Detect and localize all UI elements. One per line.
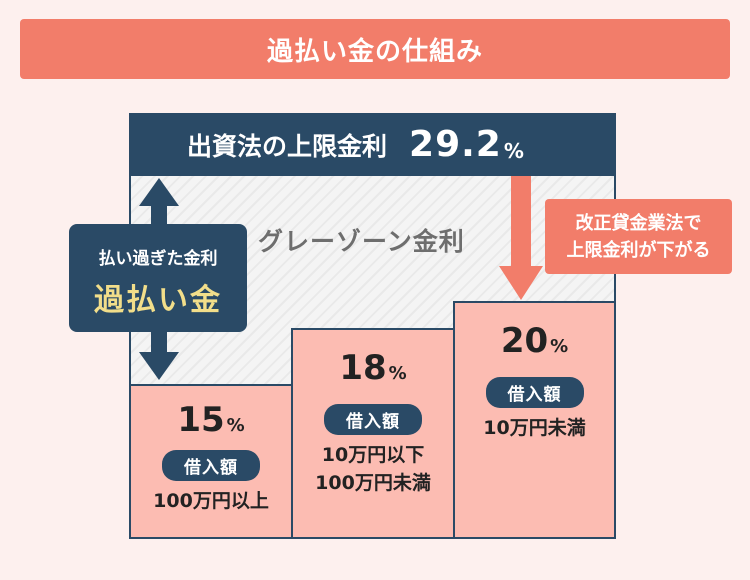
legal-cap-value: 29.2 [409,124,502,165]
borrow-amount-badge: 借入額 [324,404,422,435]
tier-rate-unit: % [226,415,245,436]
tier-rate-unit: % [550,336,569,357]
tier-rate-unit: % [388,363,407,384]
tier-rate: 18% [293,348,453,388]
legal-cap-label: 出資法の上限金利 [187,131,388,161]
overpayment-caption: 払い過ぎた金利 [98,249,218,269]
title-banner: 過払い金の仕組み [20,19,730,79]
legal-cap-unit: % [503,138,524,163]
legal-cap-bar: 出資法の上限金利 29.2 % [129,113,616,176]
page-title: 過払い金の仕組み [266,36,483,67]
tier-rate-value: 18 [339,348,387,388]
law-change-note: 改正貸金業法で 上限金利が下がる [545,199,732,274]
tier-20: 20% 借入額 10万円未満 [453,301,616,539]
tier-18: 18% 借入額 10万円以下 100万円未満 [291,328,455,539]
tier-rate-value: 15 [177,400,225,440]
tier-amount-line: 100万円未満 [315,472,431,494]
down-arrow-icon [499,176,543,300]
borrow-amount-badge: 借入額 [485,377,584,408]
tier-amount-line: 10万円未満 [483,417,586,439]
gray-zone-label: グレーゾーン金利 [258,227,465,256]
overpayment-box: 払い過ぎた金利 過払い金 [69,224,247,332]
tier-rate: 20% [455,321,614,361]
note-line: 改正貸金業法で [575,213,702,234]
tier-rate: 15% [131,400,291,440]
tier-rate-value: 20 [500,321,549,361]
tier-amount-line: 10万円以下 [321,444,425,466]
borrow-amount-badge: 借入額 [162,450,260,481]
double-arrow-icon [139,178,179,380]
tier-amount-line: 100万円以上 [153,490,269,512]
note-line: 上限金利が下がる [566,240,711,261]
overpayment-heading: 過払い金 [94,283,222,318]
